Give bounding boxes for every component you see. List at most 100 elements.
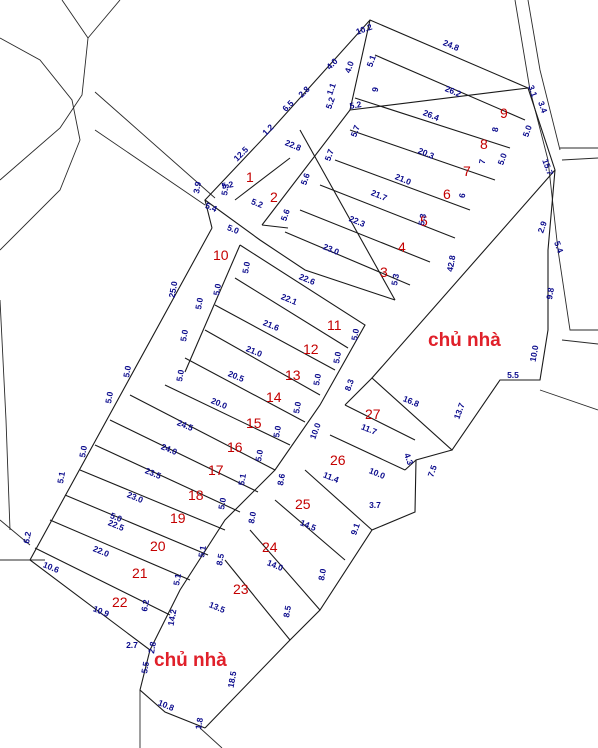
lot-number: 1 [246, 169, 254, 185]
dimension-label: 5.0 [216, 497, 228, 511]
lot-number: 26 [330, 452, 346, 468]
owner-label-bottom: chủ nhà [154, 650, 227, 671]
dimension-label: 5.3 [389, 273, 401, 287]
dimension-label: 9.1 [348, 521, 362, 536]
owner-labels: chủ nhà chủ nhà [154, 330, 501, 671]
dimension-label: 21.0 [245, 343, 264, 359]
dimension-label: 5.1 [196, 545, 208, 559]
lot-number: 3 [380, 264, 388, 280]
dimension-label: 5.1 [171, 573, 183, 587]
dimension-label: 14.2 [166, 608, 179, 626]
dimension-label: 4.0 [342, 59, 356, 74]
dimension-label: 5.0 [331, 351, 343, 365]
lot-number: 13 [285, 367, 301, 383]
lot-numbers: 1 2 3 4 5 6 7 8 9 10 11 12 13 14 15 16 1… [112, 105, 508, 610]
dimension-label: 10.2 [354, 22, 373, 37]
dimension-label: 10.8 [157, 697, 176, 713]
dimension-label: 8.3 [342, 377, 356, 392]
dimension-label: 8 [490, 126, 501, 133]
dimension-label: 10.0 [308, 421, 323, 440]
dimension-label: 5.0 [174, 369, 186, 383]
dimension-label: 5.1 [364, 53, 378, 68]
dimension-label: 8.0 [316, 568, 328, 582]
dimension-label: 5.1 [55, 471, 67, 485]
dimension-label: 11.7 [360, 422, 379, 437]
dimension-label: 6 [457, 192, 468, 199]
dimension-label: 14.0 [266, 557, 285, 573]
dimension-label: 5.0 [178, 329, 190, 343]
dimension-label: 21.6 [262, 317, 281, 333]
dimension-label: 10.0 [368, 465, 387, 481]
lot-number: 9 [500, 105, 508, 121]
lot-number: 27 [365, 406, 381, 422]
dimension-label: 10.6 [42, 559, 61, 575]
lot-number: 23 [233, 581, 249, 597]
dimension-label: 3.1 [526, 84, 540, 99]
owner-label-right: chủ nhà [428, 330, 501, 351]
lot-number: 22 [112, 594, 128, 610]
dimension-label: 5.3 [416, 213, 428, 227]
dimension-label: 13.7 [452, 401, 467, 420]
dimension-label: 2.7 [126, 640, 138, 650]
dimension-label: 24.5 [176, 417, 195, 433]
lot-number: 16 [227, 439, 243, 455]
dimension-label: 5.2 [221, 179, 235, 191]
lot-number: 14 [266, 389, 282, 405]
dimension-label: 5.0 [109, 510, 124, 524]
lot-number: 15 [246, 415, 262, 431]
lot-number: 5 [420, 213, 428, 229]
dimension-label: 7.5 [425, 463, 439, 478]
dimension-label: 5.0 [211, 283, 223, 297]
dimension-label: 22.0 [92, 543, 111, 559]
dimension-label: 5.0 [495, 151, 509, 166]
dimension-label: 5.0 [77, 445, 89, 459]
dimension-label: 5.4 [552, 240, 566, 255]
dimension-label: 23.5 [144, 465, 163, 481]
lot-number: 21 [132, 565, 148, 581]
dimension-label: 14.5 [299, 517, 318, 533]
dimension-label: 5.0 [240, 261, 252, 275]
dimension-label: 3.9 [191, 181, 203, 195]
dimension-label: 9.8 [544, 287, 556, 301]
dimension-label: 5.3 [219, 183, 231, 197]
dimension-label: 13.5 [208, 599, 227, 615]
lot-number: 25 [295, 496, 311, 512]
dimension-label: 5.0 [349, 328, 361, 342]
dimension-label: 10.9 [92, 603, 111, 619]
dimension-label: 5.5 [139, 661, 151, 675]
dimension-label: 8.5 [281, 605, 293, 619]
dimension-label: 5.0 [271, 425, 283, 439]
dimension-label: 25.0 [167, 280, 180, 298]
dimension-label: 5.5 [507, 370, 519, 380]
dimension-label: 24.8 [442, 37, 461, 53]
dimension-label: 8.5 [214, 553, 226, 567]
dimension-label: 18.5 [226, 670, 239, 688]
lot-number: 18 [188, 487, 204, 503]
dimension-label: 11.4 [322, 470, 341, 485]
dimension-label: 6.2 [21, 531, 33, 545]
dimension-label: 5.2 [323, 95, 337, 110]
lot-number: 7 [463, 163, 471, 179]
lot-number: 4 [398, 239, 406, 255]
dimension-label: 22.6 [298, 271, 317, 287]
dimension-label: 21.7 [370, 187, 389, 203]
dimension-label: 2.8 [146, 641, 158, 655]
lot-number: 6 [443, 186, 451, 202]
dimension-label: 5.0 [226, 222, 241, 236]
dimension-label: 5.0 [520, 123, 534, 138]
lot-number: 19 [170, 510, 186, 526]
dimension-label: 1.8 [193, 717, 205, 731]
dimension-label: 3.4 [536, 100, 550, 115]
dimension-label: 23.0 [126, 489, 145, 505]
dimension-label: 8.6 [275, 473, 287, 487]
dimension-label: 22.3 [348, 213, 367, 229]
dimension-label: 5.7 [322, 147, 336, 162]
dimension-label: 5.0 [103, 391, 115, 405]
dimension-label: 5.6 [278, 207, 292, 222]
lot-number: 10 [213, 247, 229, 263]
dimension-label: 42.8 [445, 254, 458, 272]
dimension-label: 7 [477, 158, 488, 165]
dimension-label: 8.0 [246, 511, 258, 525]
